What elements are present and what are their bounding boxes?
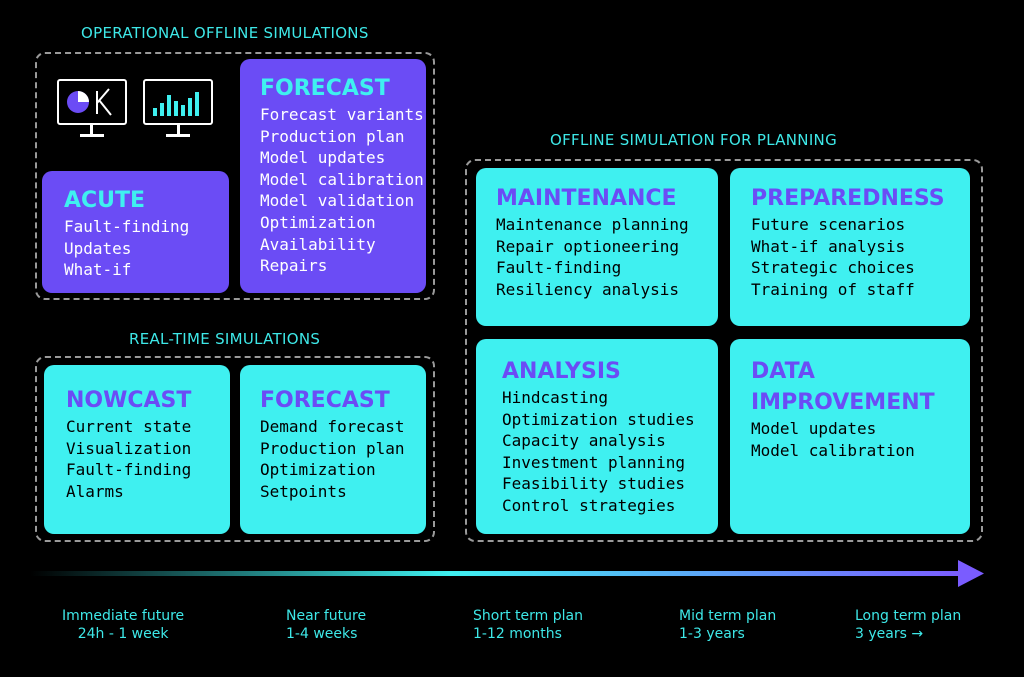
list-item: Availability bbox=[260, 234, 376, 254]
list-item: Alarms bbox=[66, 481, 124, 501]
section-title-planning: OFFLINE SIMULATION FOR PLANNING bbox=[550, 131, 837, 149]
list-item: Capacity analysis bbox=[502, 431, 666, 451]
preparedness-card: PREPAREDNESS Future scenarios What-if an… bbox=[730, 168, 970, 326]
timeline-label-short: Short term plan 1-12 months bbox=[473, 608, 583, 642]
list-item: Investment planning bbox=[502, 452, 686, 472]
preparedness-list: Future scenarios What-if analysis Strate… bbox=[751, 214, 970, 300]
list-item: Optimization studies bbox=[502, 409, 695, 429]
operational-offline-group bbox=[35, 52, 435, 300]
acute-list: Fault-finding Updates What-if bbox=[64, 216, 229, 281]
forecast-offline-title: FORECAST bbox=[260, 76, 390, 101]
list-item: Visualization bbox=[66, 438, 192, 458]
data-improvement-title-line2: IMPROVEMENT bbox=[751, 390, 935, 415]
acute-card: ACUTE Fault-finding Updates What-if bbox=[42, 171, 229, 293]
list-item: Production plan bbox=[260, 438, 405, 458]
maintenance-list: Maintenance planning Repair optioneering… bbox=[496, 214, 718, 300]
maintenance-card: MAINTENANCE Maintenance planning Repair … bbox=[476, 168, 718, 326]
analysis-card: ANALYSIS Hindcasting Optimization studie… bbox=[476, 339, 718, 534]
section-title-real-time: REAL-TIME SIMULATIONS bbox=[129, 330, 321, 348]
list-item: Feasibility studies bbox=[502, 474, 686, 494]
maintenance-title: MAINTENANCE bbox=[496, 186, 677, 211]
real-time-group bbox=[35, 356, 435, 542]
list-item: Hindcasting bbox=[502, 388, 608, 407]
forecast-realtime-title: FORECAST bbox=[260, 388, 390, 413]
list-item: What-if bbox=[64, 260, 132, 280]
forecast-offline-card: FORECAST Forecast variants Production pl… bbox=[240, 59, 426, 293]
list-item: Repair optioneering bbox=[496, 236, 680, 256]
list-item: Current state bbox=[66, 417, 192, 436]
preparedness-title: PREPAREDNESS bbox=[751, 186, 945, 211]
list-item: Training of staff bbox=[751, 279, 915, 299]
timeline-label-long: Long term plan 3 years → bbox=[855, 608, 962, 642]
data-improvement-card: DATA IMPROVEMENT Model updates Model cal… bbox=[730, 339, 970, 534]
list-item: Production plan bbox=[260, 126, 405, 146]
list-item: Demand forecast bbox=[260, 417, 405, 436]
list-item: Model calibration bbox=[260, 169, 424, 189]
list-item: Control strategies bbox=[502, 495, 676, 515]
list-item: Maintenance planning bbox=[496, 215, 689, 234]
list-item: Optimization bbox=[260, 212, 376, 232]
acute-title: ACUTE bbox=[64, 188, 146, 213]
forecast-realtime-list: Demand forecast Production plan Optimiza… bbox=[260, 416, 426, 502]
list-item: Model updates bbox=[751, 419, 877, 438]
analysis-title: ANALYSIS bbox=[502, 359, 621, 384]
nowcast-list: Current state Visualization Fault-findin… bbox=[66, 416, 230, 502]
list-item: Fault-finding bbox=[64, 217, 190, 236]
forecast-offline-list: Forecast variants Production plan Model … bbox=[260, 104, 426, 277]
nowcast-title: NOWCAST bbox=[66, 388, 192, 413]
list-item: Fault-finding bbox=[66, 460, 192, 480]
timeline-label-mid: Mid term plan 1-3 years bbox=[679, 608, 777, 642]
list-item: Strategic choices bbox=[751, 258, 915, 278]
forecast-realtime-card: FORECAST Demand forecast Production plan… bbox=[240, 365, 426, 534]
list-item: Setpoints bbox=[260, 481, 347, 501]
list-item: Repairs bbox=[260, 256, 328, 276]
analysis-list: Hindcasting Optimization studies Capacit… bbox=[502, 387, 718, 517]
data-improvement-title-line1: DATA bbox=[751, 359, 815, 384]
list-item: Model calibration bbox=[751, 440, 915, 460]
list-item: Future scenarios bbox=[751, 215, 906, 234]
section-title-operational-offline: OPERATIONAL OFFLINE SIMULATIONS bbox=[81, 24, 369, 42]
timeline-label-near: Near future 1-4 weeks bbox=[286, 608, 367, 642]
timeline-label-immediate: Immediate future 24h - 1 week bbox=[62, 608, 185, 642]
planning-group bbox=[465, 159, 983, 542]
list-item: What-if analysis bbox=[751, 236, 906, 256]
data-improvement-list: Model updates Model calibration bbox=[751, 418, 970, 461]
list-item: Forecast variants bbox=[260, 105, 424, 124]
list-item: Resiliency analysis bbox=[496, 279, 680, 299]
list-item: Updates bbox=[64, 238, 132, 258]
list-item: Model updates bbox=[260, 148, 386, 168]
list-item: Model validation bbox=[260, 191, 415, 211]
list-item: Optimization bbox=[260, 460, 376, 480]
list-item: Fault-finding bbox=[496, 258, 622, 278]
nowcast-card: NOWCAST Current state Visualization Faul… bbox=[44, 365, 230, 534]
